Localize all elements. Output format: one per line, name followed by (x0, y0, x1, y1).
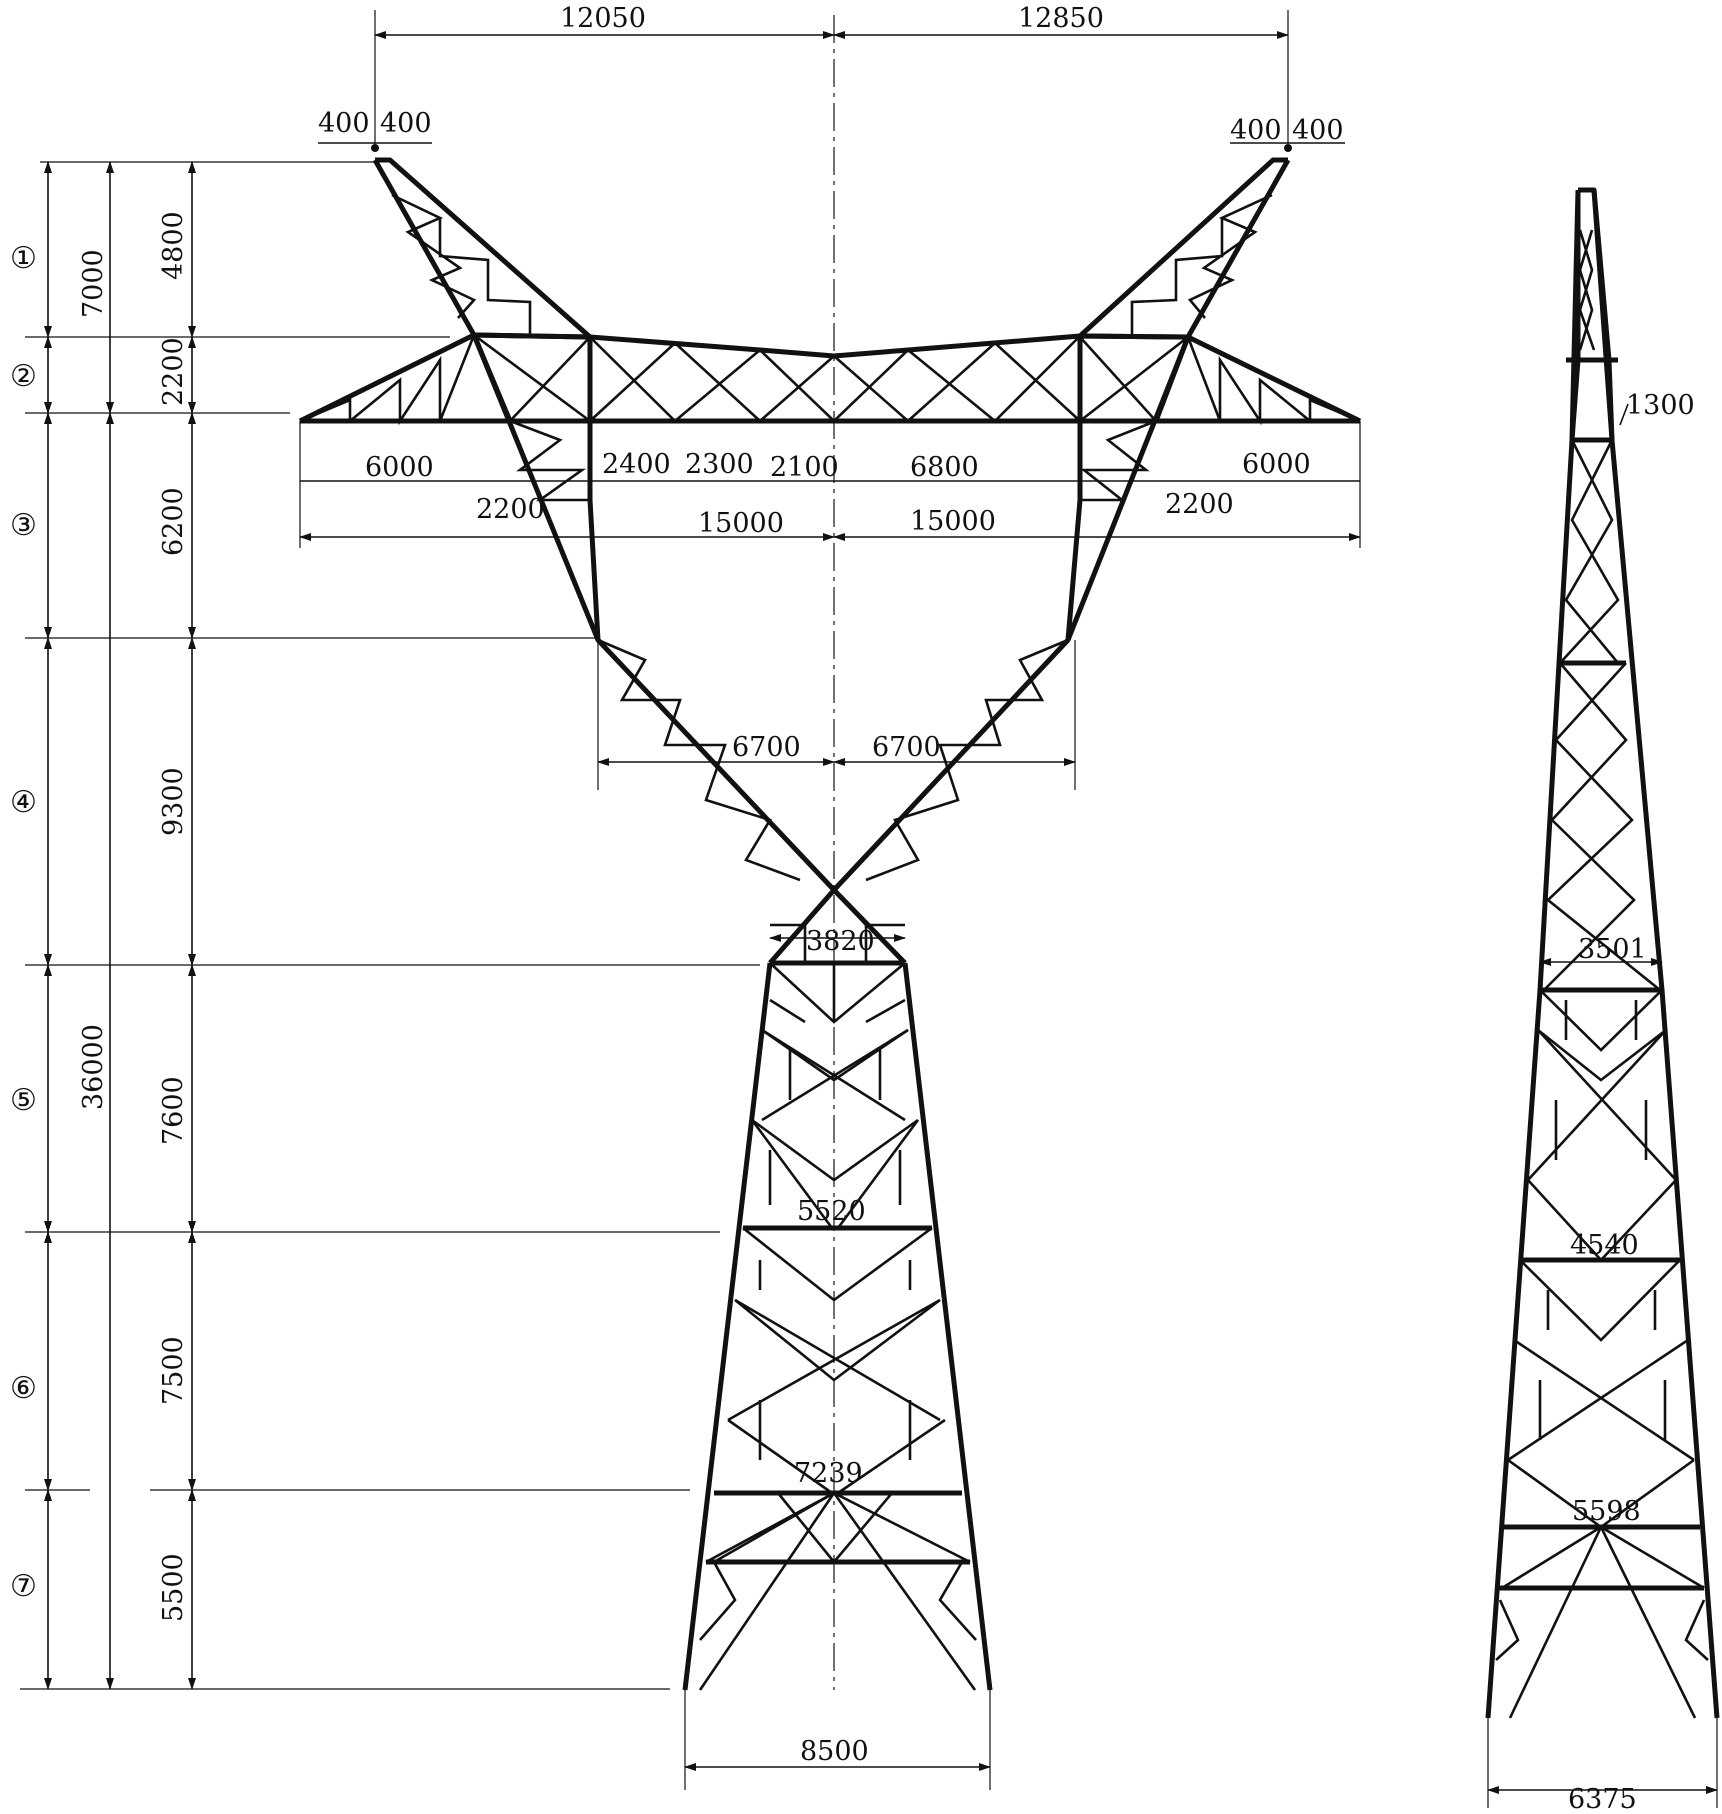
side-dim-3501: 3501 (1578, 934, 1647, 965)
left-peak-arm (372, 157, 593, 340)
body-lattice (698, 962, 977, 1691)
side-dim-1300: 1300 (1626, 390, 1695, 421)
left-waist-leg (471, 334, 907, 965)
dim-arm-2200-right: 2200 (1165, 489, 1234, 520)
dim-top-right: 12850 (1018, 3, 1104, 34)
right-body-leg (902, 962, 993, 1691)
height-seg-3: 6200 (158, 487, 189, 556)
height-seg-6: 7500 (158, 1336, 189, 1405)
dim-waist-left: 6700 (732, 732, 801, 763)
height-seg-7: 5500 (158, 1553, 189, 1622)
dim-clear-3: 400 (1230, 115, 1282, 146)
right-peak-arm (1077, 157, 1291, 340)
dim-arm-2100: 2100 (770, 452, 839, 483)
dim-clear-2: 400 (380, 108, 432, 139)
dim-clear-4: 400 (1292, 115, 1344, 146)
left-body-leg (682, 962, 773, 1691)
dim-arm-2300: 2300 (685, 449, 754, 480)
section-mark-1: ① (10, 241, 37, 276)
height-head-total: 7000 (78, 249, 109, 318)
height-dimensions: ① ② ③ ④ ⑤ ⑥ ⑦ 7000 36000 4800 2200 6200 … (10, 161, 760, 1690)
side-dim-4540: 4540 (1570, 1230, 1639, 1261)
dim-arm-6000-left: 6000 (365, 452, 434, 483)
section-mark-2: ② (10, 359, 37, 394)
side-dim-6375: 6375 (1568, 1784, 1637, 1814)
dim-width-5520: 5520 (797, 1196, 866, 1227)
dim-arm-2200-left: 2200 (476, 494, 545, 525)
height-seg-1: 4800 (158, 211, 189, 280)
dim-width-8500: 8500 (800, 1736, 869, 1767)
height-body-total: 36000 (78, 1024, 109, 1110)
dim-clear-1: 400 (318, 108, 370, 139)
dim-half-left: 15000 (698, 508, 784, 539)
main-dimensions: 12050 12850 400 400 400 400 6000 2200 24… (299, 3, 1361, 1790)
dim-half-right: 15000 (910, 506, 996, 537)
section-mark-4: ④ (10, 785, 37, 820)
height-seg-2: 2200 (158, 337, 189, 406)
peak-lattice (391, 193, 1273, 336)
height-seg-4: 9300 (158, 767, 189, 836)
height-seg-5: 7600 (158, 1076, 189, 1145)
right-waist-leg (768, 336, 1191, 965)
dim-top-left: 12050 (560, 3, 646, 34)
side-view: 1300 3501 4540 5598 6375 (1485, 187, 1720, 1814)
section-mark-3: ③ (10, 508, 37, 543)
side-lower-lattice (1495, 989, 1709, 1719)
dim-width-3820: 3820 (806, 926, 875, 957)
dim-arm-6000-right: 6000 (1242, 449, 1311, 480)
side-dim-5598: 5598 (1572, 1496, 1641, 1527)
side-right-leg (1591, 189, 1720, 1719)
dim-arm-2400: 2400 (602, 449, 671, 480)
dim-width-7239: 7239 (794, 1458, 863, 1489)
section-mark-7: ⑦ (10, 1569, 37, 1604)
side-left-leg (1485, 189, 1581, 1719)
section-mark-5: ⑤ (10, 1083, 37, 1118)
waist-lattice (509, 419, 1157, 963)
dim-arm-6800: 6800 (910, 452, 979, 483)
section-mark-6: ⑥ (10, 1371, 37, 1406)
side-upper-lattice (1543, 229, 1661, 992)
main-tower (298, 15, 1362, 1691)
dim-waist-right: 6700 (872, 732, 941, 763)
